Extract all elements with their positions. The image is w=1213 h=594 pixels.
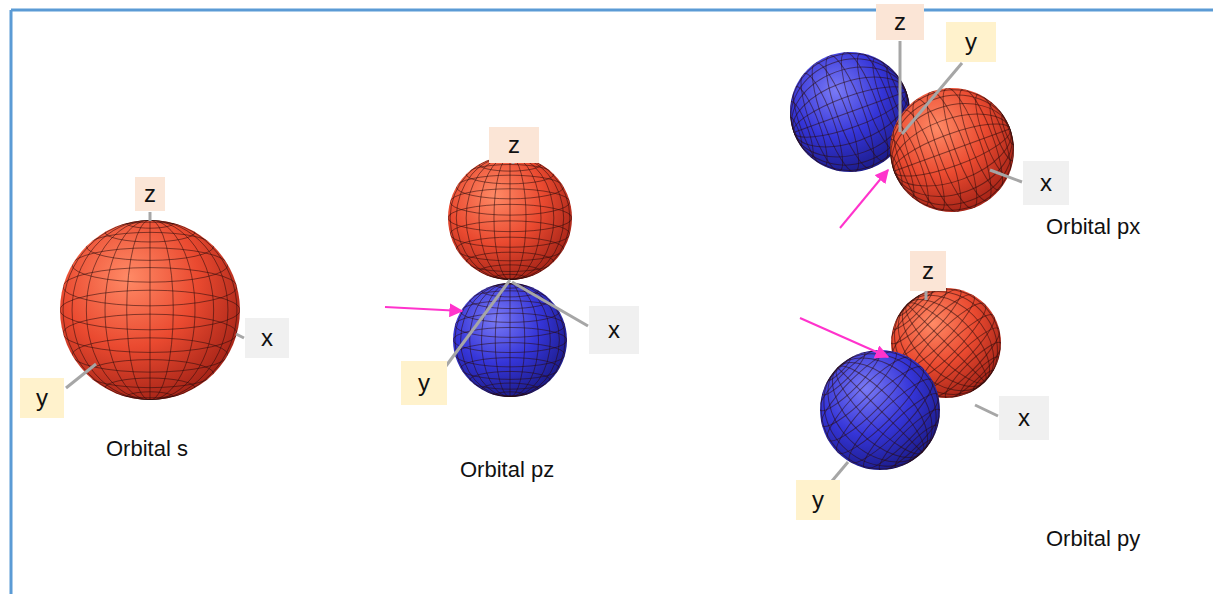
axis-line xyxy=(149,212,152,221)
axis-label: z xyxy=(508,131,520,159)
axis-label: y xyxy=(36,384,48,412)
red-lobe xyxy=(871,70,1033,230)
orbital-caption: Orbital py xyxy=(1046,526,1140,552)
axis-label: y xyxy=(418,369,430,397)
orbital-caption: Orbital pz xyxy=(460,457,554,483)
node-arrow xyxy=(840,170,888,228)
axis-label: x xyxy=(1040,169,1052,197)
axis-label: y xyxy=(812,486,824,514)
axis-label-box: z xyxy=(489,127,539,163)
frame-line xyxy=(11,9,1213,12)
axis-label-box: x xyxy=(589,306,639,354)
axis-line xyxy=(236,334,244,338)
axis-label-box: y xyxy=(946,22,996,62)
axis-line xyxy=(902,63,962,134)
axis-label: z xyxy=(894,8,906,36)
axis-label: z xyxy=(144,180,156,208)
red-lobe xyxy=(60,218,240,402)
axis-label-box: z xyxy=(876,4,924,40)
axis-label: x xyxy=(608,316,620,344)
node-arrow xyxy=(800,318,888,357)
axis-line xyxy=(975,405,998,416)
axis-label-box: y xyxy=(20,378,64,418)
axis-label: y xyxy=(965,28,977,56)
axis-label-box: x xyxy=(1023,161,1069,205)
axis-label-box: x xyxy=(999,396,1049,440)
axis-label: x xyxy=(261,324,273,352)
axis-line xyxy=(990,170,1022,182)
orbital-caption: Orbital s xyxy=(106,436,188,462)
axis-line xyxy=(446,280,510,366)
axis-label-box: z xyxy=(910,251,946,291)
axis-line xyxy=(899,41,902,132)
orbital-caption: Orbital px xyxy=(1046,214,1140,240)
axis-label-box: z xyxy=(135,177,165,211)
frame-line xyxy=(10,10,13,594)
red-lobe xyxy=(448,155,572,282)
blue-lobe xyxy=(453,282,567,399)
node-arrow xyxy=(385,307,462,311)
axis-line xyxy=(925,291,928,300)
axis-line xyxy=(66,364,96,388)
axis-label: z xyxy=(922,257,934,285)
axis-label-box: y xyxy=(401,361,447,405)
axis-line xyxy=(832,462,848,481)
axis-line xyxy=(512,282,588,326)
axis-label: x xyxy=(1018,404,1030,432)
blue-lobe xyxy=(794,324,966,496)
axis-label-box: y xyxy=(796,480,840,520)
axis-label-box: x xyxy=(245,318,289,358)
